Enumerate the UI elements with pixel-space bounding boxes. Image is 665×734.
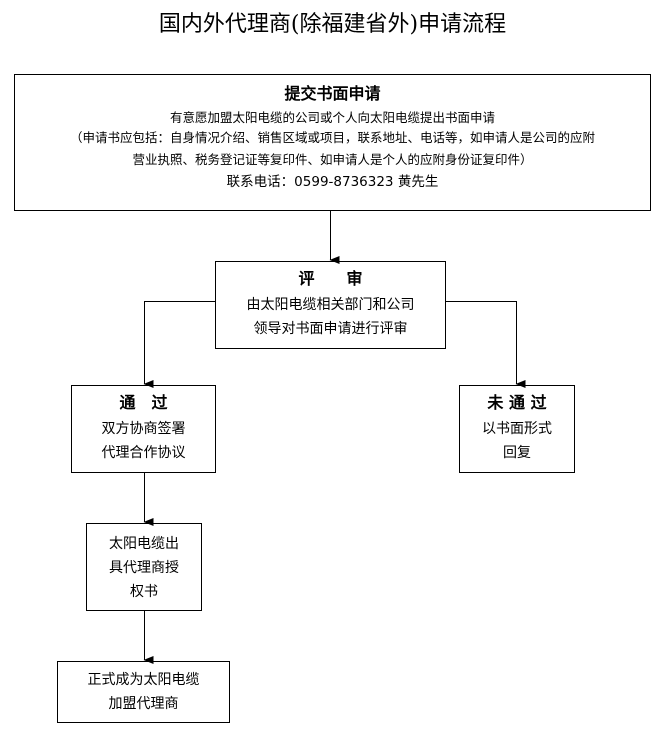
step-review-line1: 由太阳电缆相关部门和公司 (246, 297, 415, 313)
step-final-line1: 正式成为太阳电缆 (87, 672, 200, 688)
step-rejected-line2: 回复 (503, 445, 531, 461)
step-submit-line3: 营业执照、税务登记证等复印件、如申请人是个人的应附身份证复印件） (132, 152, 533, 167)
step-final-line2: 加盟代理商 (108, 696, 179, 712)
step-submit-box: 提交书面申请 有意愿加盟太阳电缆的公司或个人向太阳电缆提出书面申请 （申请书应包… (14, 74, 651, 211)
step-authorize-line3: 权书 (130, 584, 158, 600)
step-rejected-box: 未 通 过 以书面形式 回复 (459, 385, 575, 473)
step-approved-line1: 双方协商签署 (101, 421, 186, 437)
step-submit-line2: （申请书应包括：自身情况介绍、销售区域或项目，联系地址、电话等，如申请人是公司的… (69, 130, 595, 145)
step-rejected-heading: 未 通 过 (487, 393, 547, 412)
step-review-box: 评 审 由太阳电缆相关部门和公司 领导对书面申请进行评审 (215, 261, 446, 349)
step-submit-heading: 提交书面申请 (284, 84, 381, 103)
step-rejected-line1: 以书面形式 (482, 421, 552, 437)
step-submit-line1: 有意愿加盟太阳电缆的公司或个人向太阳电缆提出书面申请 (169, 110, 495, 125)
step-submit-contact: 联系电话：0599-8736323 黄先生 (226, 174, 439, 190)
step-approved-line2: 代理合作协议 (101, 445, 186, 461)
arrow-review-to-approved (143, 301, 215, 388)
step-approved-box: 通 过 双方协商签署 代理合作协议 (71, 385, 216, 473)
arrow-review-to-rejected (446, 301, 526, 388)
step-authorize-line1: 太阳电缆出 (109, 536, 179, 552)
step-review-heading: 评 审 (298, 269, 363, 288)
step-review-line2: 领导对书面申请进行评审 (253, 321, 408, 337)
step-final-box: 正式成为太阳电缆 加盟代理商 (57, 661, 230, 723)
step-approved-heading: 通 过 (119, 393, 168, 412)
page-title: 国内外代理商(除福建省外)申请流程 (158, 12, 507, 37)
step-authorize-box: 太阳电缆出 具代理商授 权书 (86, 523, 202, 611)
step-authorize-line2: 具代理商授 (109, 560, 179, 576)
